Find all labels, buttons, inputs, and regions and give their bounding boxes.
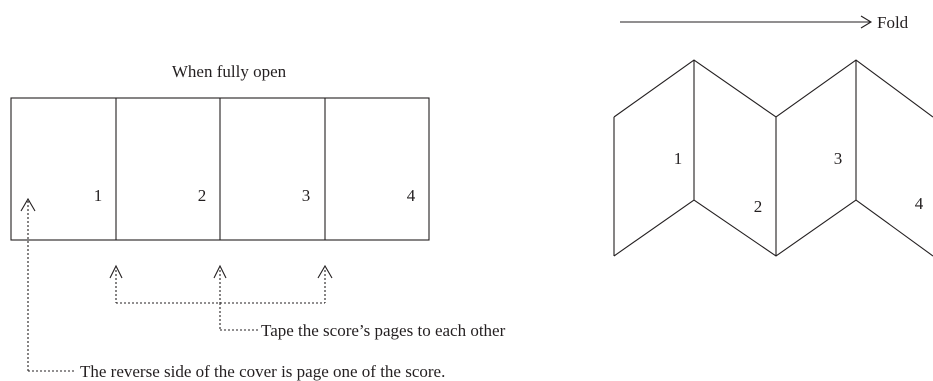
tape-arrowhead-icon-1 (109, 264, 123, 279)
open-page-number-4: 4 (407, 186, 416, 205)
folded-page-number-3: 3 (834, 149, 843, 168)
cover-reverse-annotation: The reverse side of the cover is page on… (80, 362, 445, 381)
open-page-number-3: 3 (302, 186, 311, 205)
cover-reverse-arrowhead-icon (20, 197, 36, 212)
open-view: When fully open 1 2 3 4 The reverse side… (10, 62, 506, 381)
folded-page-number-1: 1 (674, 149, 683, 168)
tape-arrowhead-icon-3 (317, 264, 333, 279)
open-page-number-2: 2 (198, 186, 207, 205)
tape-arrowhead-icon-2 (213, 264, 227, 279)
folded-view: Fold 1 2 3 4 (613, 13, 933, 257)
folded-page-number-2: 2 (754, 197, 763, 216)
fold-direction-arrowhead-icon (860, 15, 873, 29)
folded-page-number-4: 4 (915, 194, 924, 213)
open-page-number-1: 1 (94, 186, 103, 205)
tape-annotation: Tape the score’s pages to each other (261, 321, 506, 340)
open-view-caption: When fully open (172, 62, 287, 81)
fold-label: Fold (877, 13, 909, 32)
folded-top-edge (613, 59, 933, 118)
folded-bottom-edge (613, 199, 933, 257)
